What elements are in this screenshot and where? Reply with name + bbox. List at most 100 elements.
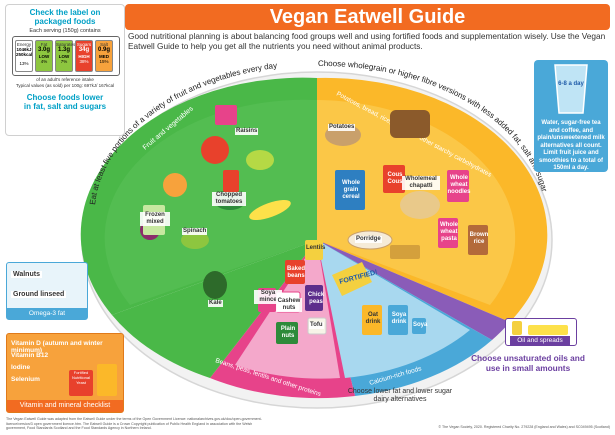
label-cell-sugars: Sugars 34g HIGH 38% bbox=[75, 40, 93, 72]
pasta-icon bbox=[390, 245, 420, 259]
tomato-icon bbox=[201, 136, 229, 164]
label-cell-pct: 38% bbox=[79, 59, 89, 64]
vitamin-checklist-label: Vitamin and mineral checklist bbox=[7, 400, 123, 412]
label-cell-name: Sugars bbox=[76, 42, 92, 47]
pasta-box-icon bbox=[438, 218, 458, 248]
food-label-cous-cous: Cous Cous bbox=[387, 172, 403, 185]
omega-3-label: Omega-3 fat bbox=[7, 308, 87, 319]
label-cell-pct: 13% bbox=[19, 61, 29, 66]
iodine: Iodine bbox=[11, 364, 31, 371]
food-label-raisins: Raisins bbox=[235, 128, 259, 135]
label-cell-saturates: Saturates 1.3g LOW 7% bbox=[55, 40, 75, 72]
spread-tub-icon bbox=[528, 325, 568, 335]
food-label-chick-peas: Chick peas bbox=[307, 292, 325, 305]
water-text: Water, sugar-free tea and coffee, and pl… bbox=[537, 120, 605, 171]
cous-cous-box-icon bbox=[383, 165, 405, 193]
noodles-box-icon bbox=[447, 170, 469, 202]
vitamin-b12: Vitamin B12 bbox=[11, 352, 49, 359]
choose-lower-line2: in fat, salt and sugars bbox=[23, 102, 107, 111]
label-check-title: Check the label on packaged foods bbox=[6, 8, 124, 26]
calcium-sub-text: Choose lower fat and lower sugar dairy a… bbox=[347, 388, 453, 403]
food-label-baked-beans: Baked beans bbox=[286, 266, 305, 279]
label-cell-name: Energy bbox=[16, 42, 32, 47]
food-label-spinach: Spinach bbox=[182, 228, 208, 235]
choose-lower-line1: Choose foods lower bbox=[26, 93, 104, 102]
wholegrain-cereal-box-icon bbox=[335, 170, 365, 210]
chopped-tomatoes-tin-icon bbox=[223, 170, 239, 192]
water-glass-text: 6-8 a day bbox=[558, 81, 584, 87]
label-cell-fat: Fat 3.0g LOW 4% bbox=[35, 40, 53, 72]
kale-icon bbox=[203, 271, 227, 299]
food-label-oat-drink: Oat drink bbox=[365, 312, 381, 325]
label-cell-pct: 15% bbox=[99, 59, 109, 64]
soya-yoghurt-icon bbox=[412, 318, 426, 334]
food-label-chopped-tomatoes: Chopped tomatoes bbox=[212, 192, 246, 206]
label-cell-value: 1.3g bbox=[57, 47, 70, 53]
label-cell-energy: Energy 1046kJ 250kcal 13% bbox=[15, 40, 33, 72]
food-label-noodles: Whole wheat noodles bbox=[447, 175, 471, 195]
omega-linseed: Ground linseed bbox=[11, 291, 67, 298]
label-check-panel: Check the label on packaged foods Each s… bbox=[5, 4, 125, 136]
food-label-kale: Kale bbox=[208, 300, 223, 307]
food-label-chapatti: Wholemeal chapatti bbox=[402, 176, 440, 190]
fortified-badge-shape bbox=[332, 262, 372, 296]
food-label-potatoes: Potatoes bbox=[328, 124, 356, 131]
label-cell-level: LOW bbox=[38, 54, 50, 59]
serving-text: Each serving (150g) contains bbox=[29, 28, 101, 34]
food-label-frozen-mixed: Frozen mixed bbox=[140, 212, 170, 226]
food-label-soya-drink: Soya drink bbox=[391, 312, 407, 325]
oil-bottle-icon bbox=[512, 321, 522, 335]
label-cell-value: 1046kJ bbox=[16, 47, 32, 52]
label-cell-level: MED bbox=[99, 54, 109, 59]
label-cell-level: LOW bbox=[58, 54, 70, 59]
label-check-title-line2: packaged foods bbox=[34, 17, 96, 26]
food-label-soya-mince: Soya mince bbox=[254, 290, 282, 304]
food-label-cashew-nuts: Cashew nuts bbox=[276, 298, 302, 312]
food-label-pasta: Whole wheat pasta bbox=[440, 222, 458, 242]
food-label-wholegrain-cereal: Whole grain cereal bbox=[342, 180, 360, 200]
vitamin-box: Vitamin D (autumn and winter minimum) Vi… bbox=[6, 333, 124, 413]
label-cell-salt: Salt 0.9g MED 15% bbox=[95, 40, 113, 72]
intro-text: Good nutritional planning is about balan… bbox=[128, 31, 606, 51]
chapatti-icon bbox=[400, 191, 440, 219]
plain-nuts-pack-icon bbox=[276, 322, 298, 344]
bread-icon bbox=[390, 110, 430, 138]
nutritional-yeast-icon: Fortified Nutritional Yeast bbox=[69, 370, 93, 396]
omega-3-box: Walnuts Ground linseed Omega-3 fat bbox=[6, 262, 88, 320]
label-cell-name: Fat bbox=[40, 42, 48, 47]
water-box: 6-8 a day Water, sugar-free tea and coff… bbox=[534, 60, 608, 172]
label-cell-value2: 250kcal bbox=[16, 52, 33, 57]
lentils-pack-icon bbox=[305, 240, 323, 260]
page-title: Vegan Eatwell Guide bbox=[125, 4, 610, 30]
choose-lower-text: Choose foods lower in fat, salt and suga… bbox=[6, 93, 124, 111]
orange-icon bbox=[163, 173, 187, 197]
soya-drink-icon bbox=[97, 364, 117, 396]
oil-spreads-label: Oil and spreads bbox=[510, 336, 570, 346]
label-cell-value: 34g bbox=[78, 47, 90, 53]
oat-drink-carton-icon bbox=[362, 305, 382, 335]
raisins-box-icon bbox=[215, 105, 237, 125]
rice-box-icon bbox=[468, 225, 488, 255]
food-label-tofu: Tofu bbox=[309, 322, 324, 329]
food-label-plain-nuts: Plain nuts bbox=[280, 326, 296, 339]
reference-intake-note: of an adult's reference intake bbox=[36, 77, 94, 82]
label-cell-level: HIGH bbox=[78, 54, 90, 59]
nutrition-label: Energy 1046kJ 250kcal 13% Fat 3.0g LOW 4… bbox=[12, 36, 120, 76]
food-label-lentils: Lentils bbox=[306, 245, 326, 251]
banana-icon bbox=[249, 200, 291, 220]
fruit-veg-segment-lower bbox=[112, 240, 317, 378]
label-cell-value: 3.0g bbox=[37, 47, 50, 53]
pepper-icon bbox=[246, 150, 274, 170]
chick-peas-tin-icon bbox=[305, 285, 323, 311]
label-cell-value: 0.9g bbox=[97, 47, 110, 53]
food-label-soya: Soya bbox=[413, 322, 428, 328]
omega-walnuts: Walnuts bbox=[11, 271, 42, 278]
footer-copyright: © The Vegan Society, 2020. Registered Ch… bbox=[438, 425, 610, 429]
label-cell-name: Salt bbox=[100, 42, 108, 47]
typical-values-note: Typical values (as sold) per 100g: 697kJ… bbox=[15, 83, 115, 88]
label-check-title-line1: Check the label on bbox=[29, 8, 101, 17]
selenium: Selenium bbox=[11, 376, 40, 383]
label-cell-pct: 7% bbox=[60, 59, 68, 64]
